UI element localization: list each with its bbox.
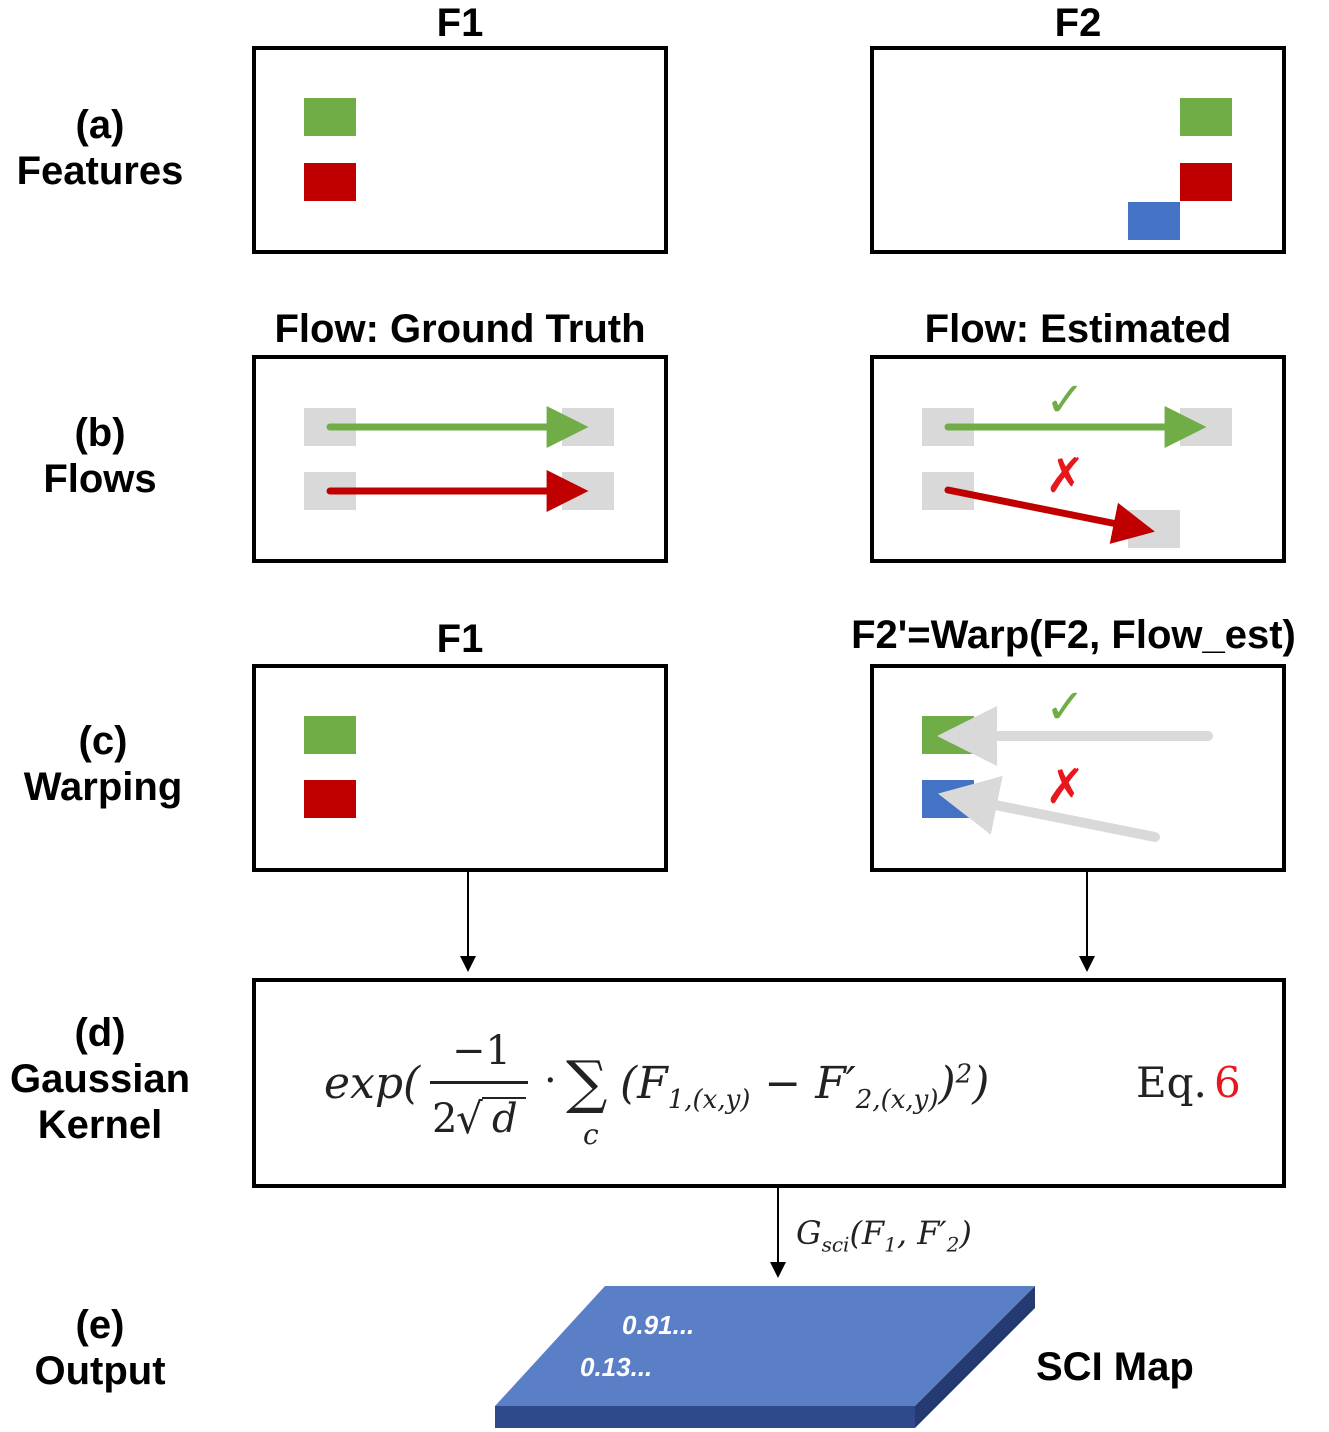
row-label-c: (c) Warping xyxy=(3,718,203,810)
eq-number: 6 xyxy=(1214,1058,1241,1107)
eq-sub-1: 1,(x,y) xyxy=(667,1084,751,1115)
eq-sum-index: c xyxy=(583,1118,599,1151)
label-mid: , F′ xyxy=(896,1214,947,1252)
sigma-icon: ∑ xyxy=(566,1048,608,1116)
feature-block-blue xyxy=(1128,202,1180,240)
label-end: ) xyxy=(959,1214,972,1252)
row-label-d: (d) Gaussian Kernel xyxy=(0,1010,200,1148)
eq-label: Eq. xyxy=(1136,1058,1207,1107)
panel-warp-f2 xyxy=(870,664,1286,872)
sci-map-top-face xyxy=(495,1286,1035,1406)
eq-numerator: −1 xyxy=(452,1028,511,1074)
title-flows-left: Flow: Ground Truth xyxy=(274,307,646,351)
eq-close: ) xyxy=(938,1058,956,1109)
output-arrow-label: Gsci(F1, F′2) xyxy=(796,1214,972,1256)
row-letter: (c) xyxy=(78,719,128,763)
row-letter: (d) xyxy=(74,1011,126,1055)
eq-denominator-two: 2 xyxy=(432,1096,458,1142)
row-label-a: (a) Features xyxy=(0,102,200,194)
sci-map-side-face xyxy=(915,1286,1035,1428)
panel-flow-estimated xyxy=(870,355,1286,563)
sci-map-front-face xyxy=(495,1406,915,1428)
title-flows-right: Flow: Estimated xyxy=(924,307,1232,351)
est-flow-arrow-red xyxy=(944,486,1155,544)
row-name: Gaussian xyxy=(9,1057,191,1101)
row-name: Warping xyxy=(23,765,183,809)
row-letter: (e) xyxy=(75,1303,125,1347)
label-a1: 1 xyxy=(884,1232,897,1257)
cross-icon: ✗ xyxy=(1045,759,1086,815)
check-icon: ✓ xyxy=(1045,372,1086,428)
eq-suffix: ) xyxy=(972,1058,990,1109)
title-warp-right: F2'=Warp(F2, Flow_est) xyxy=(851,613,1296,657)
title-features-left: F1 xyxy=(436,1,484,45)
eq-term-f1: (F xyxy=(620,1058,668,1109)
eq-power: 2 xyxy=(955,1059,973,1090)
row-name-2: Kernel xyxy=(37,1103,163,1147)
sci-value-top: 0.91... xyxy=(622,1310,695,1340)
panel-gaussian-kernel xyxy=(252,978,1286,1188)
panel-flow-ground-truth xyxy=(252,355,668,563)
title-features-right: F2 xyxy=(1054,1,1102,45)
eq-dot: · xyxy=(544,1058,557,1104)
panel-features-f1 xyxy=(252,46,668,254)
eq-denominator-d: d xyxy=(492,1096,518,1142)
check-icon: ✓ xyxy=(1045,679,1086,735)
label-args: (F xyxy=(849,1214,885,1252)
feature-block-red xyxy=(1180,163,1232,201)
row-name: Features xyxy=(16,149,184,193)
feature-block-green xyxy=(304,98,356,136)
label-g: G xyxy=(796,1214,822,1252)
warp-arrow-wrong xyxy=(937,775,1160,842)
title-warp-left: F1 xyxy=(436,617,484,661)
row-letter: (b) xyxy=(74,411,126,455)
panel-features-f2 xyxy=(870,46,1286,254)
sci-map-label: SCI Map xyxy=(1036,1345,1194,1389)
row-name: Output xyxy=(34,1349,166,1393)
feature-block-green xyxy=(304,716,356,754)
eq-prefix: exp( xyxy=(324,1058,421,1109)
eq-sub-2: 2,(x,y) xyxy=(855,1084,939,1115)
feature-block-red xyxy=(304,163,356,201)
fraction-bar xyxy=(430,1081,528,1084)
cross-icon: ✗ xyxy=(1045,448,1086,504)
feature-block-red xyxy=(304,780,356,818)
label-a2: 2 xyxy=(946,1232,960,1257)
eq-term-f2: − F′ xyxy=(750,1058,856,1109)
panel-warp-f1 xyxy=(252,664,668,872)
row-label-e: (e) Output xyxy=(0,1302,200,1394)
row-letter: (a) xyxy=(75,103,125,147)
sqrt-overline xyxy=(482,1097,526,1099)
row-name: Flows xyxy=(43,457,157,501)
sci-value-bottom: 0.13... xyxy=(580,1352,653,1382)
eq-body: (F1,(x,y) − F′2,(x,y))2) xyxy=(620,1058,989,1115)
sqrt-icon: √ xyxy=(456,1094,483,1143)
label-sub: sci xyxy=(821,1232,850,1257)
row-label-b: (b) Flows xyxy=(0,410,200,502)
feature-block-green xyxy=(1180,98,1232,136)
